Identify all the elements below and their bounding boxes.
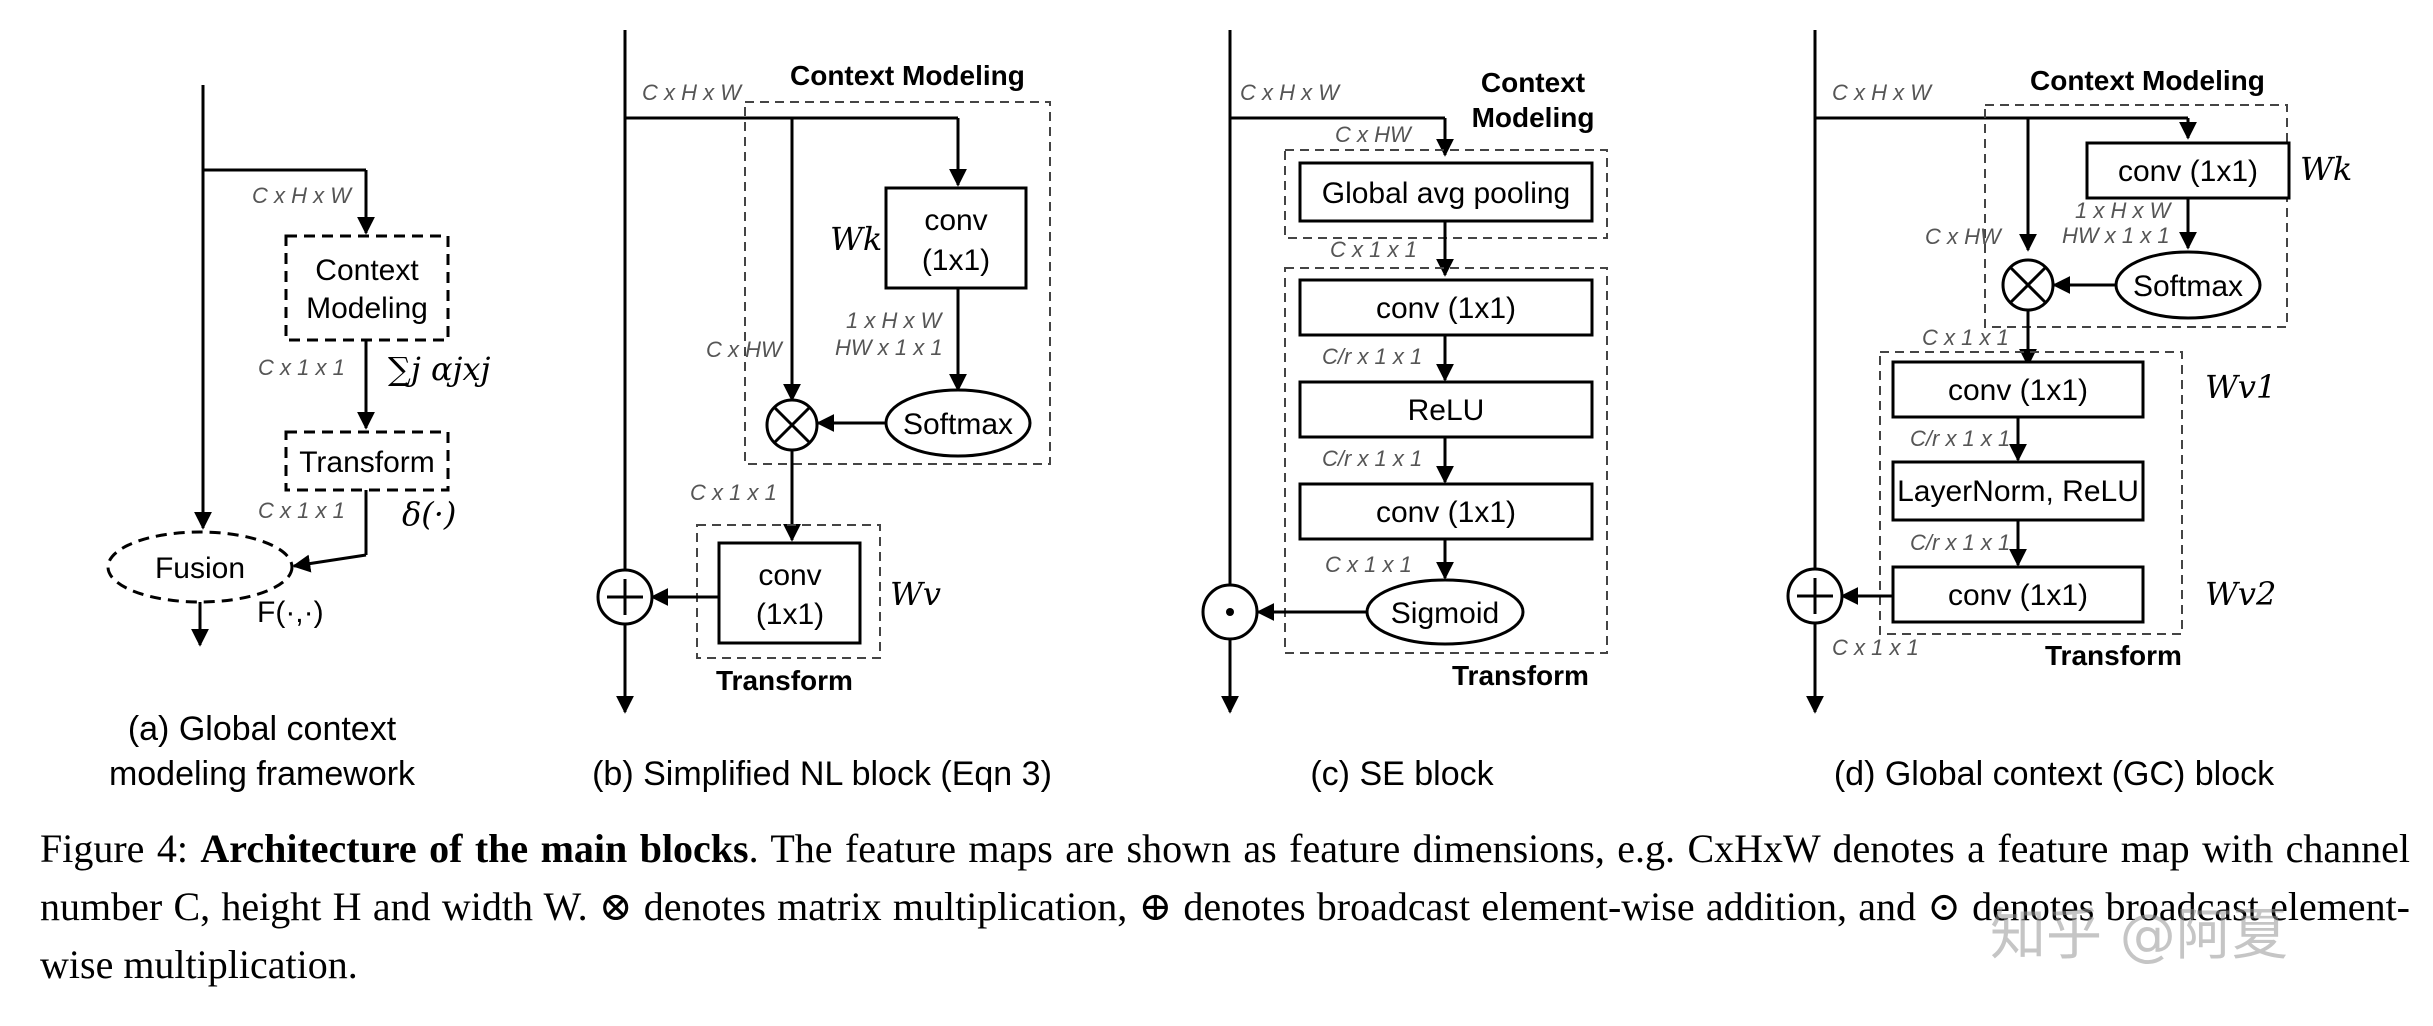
dim-label: 1 x H x W (846, 308, 944, 333)
dim-label: HW x 1 x 1 (2062, 223, 2170, 248)
caption-a-line2: modeling framework (109, 755, 416, 793)
conv-wv-line1: conv (758, 559, 821, 592)
dim-label: HW x 1 x 1 (835, 335, 943, 360)
context-modeling-line2: Modeling (306, 292, 428, 325)
wk-label: Wk (2300, 150, 2352, 188)
context-modeling-line1: Context (315, 254, 419, 287)
context-modeling-region (1984, 104, 2288, 328)
transform-region (1284, 267, 1608, 654)
softmax-label: Softmax (2133, 270, 2243, 303)
dim-label: C x 1 x 1 (1922, 325, 2009, 350)
watermark: 知乎 @阿夏 (1990, 903, 2288, 968)
dim-label: C x H x W (1832, 80, 1933, 105)
transform-label: Transform (299, 446, 435, 479)
conv-wk-line2: (1x1) (922, 244, 990, 277)
dim-label: C x H x W (642, 80, 743, 105)
conv-wv-box (717, 541, 862, 645)
caption-text: . The feature maps are shown as feature … (40, 826, 2411, 987)
dim-label: C x 1 x 1 (1325, 552, 1412, 577)
wv2-label: Wv2 (2205, 575, 2276, 613)
transform-region (696, 524, 881, 659)
dim-label: C x 1 x 1 (258, 498, 345, 523)
caption-title: Architecture of the main blocks (200, 826, 749, 871)
caption-b: (b) Simplified NL block (Eqn 3) (592, 755, 1052, 793)
context-modeling-title: Context Modeling (790, 60, 1025, 91)
conv1-box (1298, 278, 1594, 337)
transform-region (1879, 351, 2183, 635)
context-modeling-title-1: Context (1481, 67, 1585, 98)
conv-wk-label: conv (1x1) (2118, 155, 2258, 188)
panel-d: C x H x W Context Modeling conv (1x1) Wk… (1786, 30, 2352, 793)
dim-label: C/r x 1 x 1 (1322, 446, 1422, 471)
transform-title: Transform (716, 665, 853, 696)
conv-wv1-box (1891, 360, 2145, 419)
dim-label: C x 1 x 1 (258, 355, 345, 380)
conv1-label: conv (1x1) (1376, 292, 1516, 325)
sigmoid-label: Sigmoid (1391, 597, 1499, 630)
conv-wv-line2: (1x1) (756, 598, 824, 631)
dim-label: C x HW (1335, 122, 1413, 147)
dim-label: 1 x H x W (2075, 198, 2173, 223)
dim-label: C x HW (1925, 224, 2003, 249)
conv-wv2-label: conv (1x1) (1948, 579, 2088, 612)
global-avg-pooling-box (1298, 161, 1594, 223)
delta-fn: δ(·) (402, 495, 456, 533)
context-modeling-title: Context Modeling (2030, 65, 2265, 96)
panel-c: C x H x W Context Modeling C x HW Global… (1201, 30, 1608, 793)
fusion-label: Fusion (155, 552, 245, 585)
fusion-ellipse (106, 530, 294, 604)
dim-label: C x HW (706, 337, 784, 362)
transform-title: Transform (1452, 660, 1589, 691)
context-modeling-title-2: Modeling (1472, 102, 1595, 133)
panel-b: C x H x W Context Modeling conv (1x1) Wk… (592, 30, 1052, 793)
softmax-label: Softmax (903, 408, 1013, 441)
dim-label: C x 1 x 1 (1832, 635, 1919, 660)
wv1-label: Wv1 (2205, 368, 2276, 406)
transform-box (284, 430, 450, 492)
context-modeling-box (284, 234, 450, 342)
figure-caption: Figure 4: Architecture of the main block… (40, 820, 2410, 994)
context-modeling-region (744, 101, 1051, 465)
wv-label: Wv (890, 575, 941, 613)
caption-a-line1: (a) Global context (128, 710, 397, 748)
dim-label: C/r x 1 x 1 (1322, 344, 1422, 369)
architecture-diagram: C x H x W Context Modeling C x 1 x 1 ∑j … (106, 30, 2352, 793)
dim-label: C/r x 1 x 1 (1910, 426, 2010, 451)
panel-a: C x H x W Context Modeling C x 1 x 1 ∑j … (106, 85, 491, 793)
wk-label: Wk (830, 220, 882, 258)
global-avg-pooling-label: Global avg pooling (1322, 177, 1571, 210)
conv-wk-line1: conv (924, 204, 987, 237)
layernorm-relu-label: LayerNorm, ReLU (1897, 475, 2139, 508)
dim-label: C x 1 x 1 (1330, 237, 1417, 262)
conv2-label: conv (1x1) (1376, 496, 1516, 529)
context-formula: ∑j αjxj (388, 350, 491, 388)
caption-c: (c) SE block (1310, 755, 1494, 793)
relu-box (1298, 380, 1594, 439)
dim-label: C x H x W (252, 183, 353, 208)
dim-label: C x 1 x 1 (690, 480, 777, 505)
caption-d: (d) Global context (GC) block (1834, 755, 2275, 793)
conv-wk-box (884, 186, 1028, 290)
dim-label: C x H x W (1240, 80, 1341, 105)
caption-prefix: Figure 4: (40, 826, 201, 871)
relu-label: ReLU (1408, 394, 1485, 427)
conv-wv2-box (1891, 565, 2145, 624)
fusion-fn: F(·,·) (257, 596, 324, 629)
conv-wv1-label: conv (1x1) (1948, 374, 2088, 407)
dim-label: C/r x 1 x 1 (1910, 530, 2010, 555)
transform-title: Transform (2045, 640, 2182, 671)
mul-op-dot (1226, 608, 1234, 616)
